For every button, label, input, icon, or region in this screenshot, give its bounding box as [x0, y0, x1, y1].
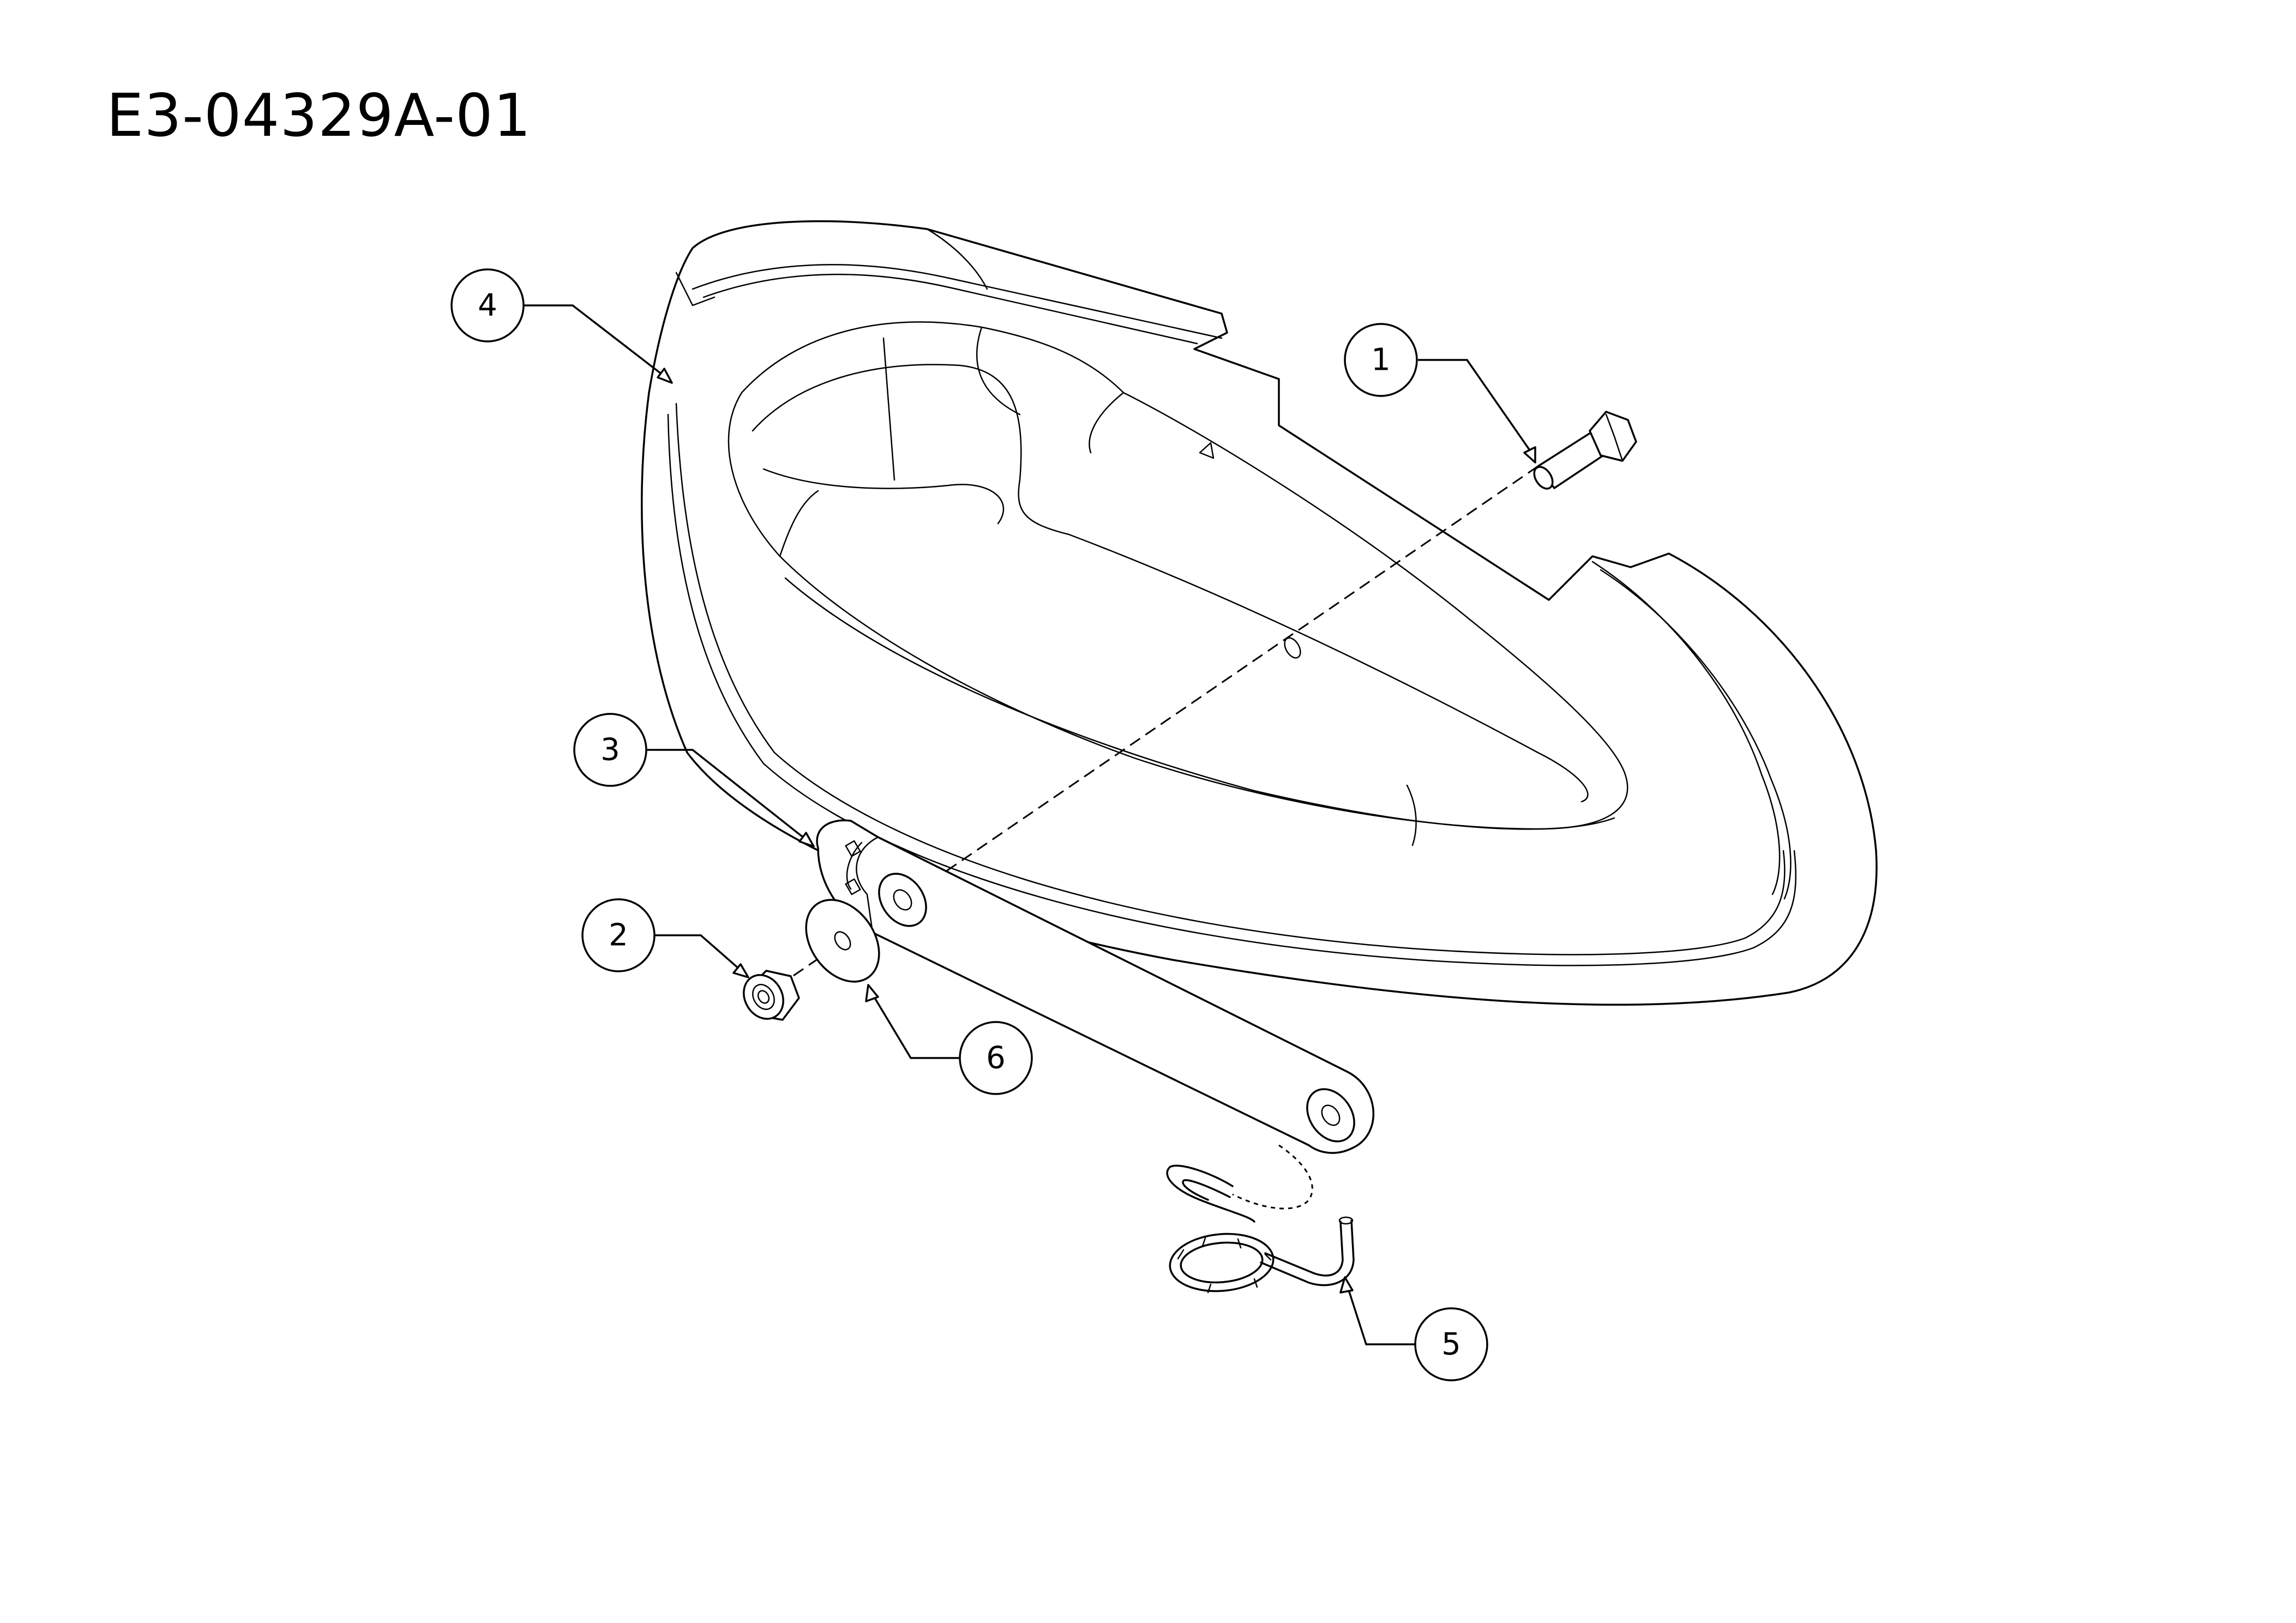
- callout-6-label: 6: [986, 1041, 1006, 1076]
- flange-nut-shape: [743, 970, 800, 1021]
- callout-5-label: 5: [1441, 1327, 1461, 1362]
- callout-1-label: 1: [1371, 342, 1391, 378]
- diagram-title: E3-04329A-01: [106, 82, 532, 150]
- callout-5: 5: [1339, 1276, 1488, 1381]
- washer-shape: [805, 899, 880, 983]
- bolt-shape: [1533, 411, 1637, 490]
- callout-2-label: 2: [609, 918, 628, 953]
- callout-2: 2: [581, 898, 749, 978]
- belt-cover-shape: [641, 220, 1878, 1006]
- callout-6: 6: [865, 984, 1033, 1095]
- callout-3: 3: [573, 713, 815, 847]
- callout-4: 4: [450, 268, 673, 384]
- callout-1: 1: [1344, 323, 1536, 464]
- callout-4-label: 4: [478, 288, 497, 323]
- callout-3-label: 3: [600, 732, 620, 768]
- hairpin-clip-shape: [1166, 1144, 1355, 1294]
